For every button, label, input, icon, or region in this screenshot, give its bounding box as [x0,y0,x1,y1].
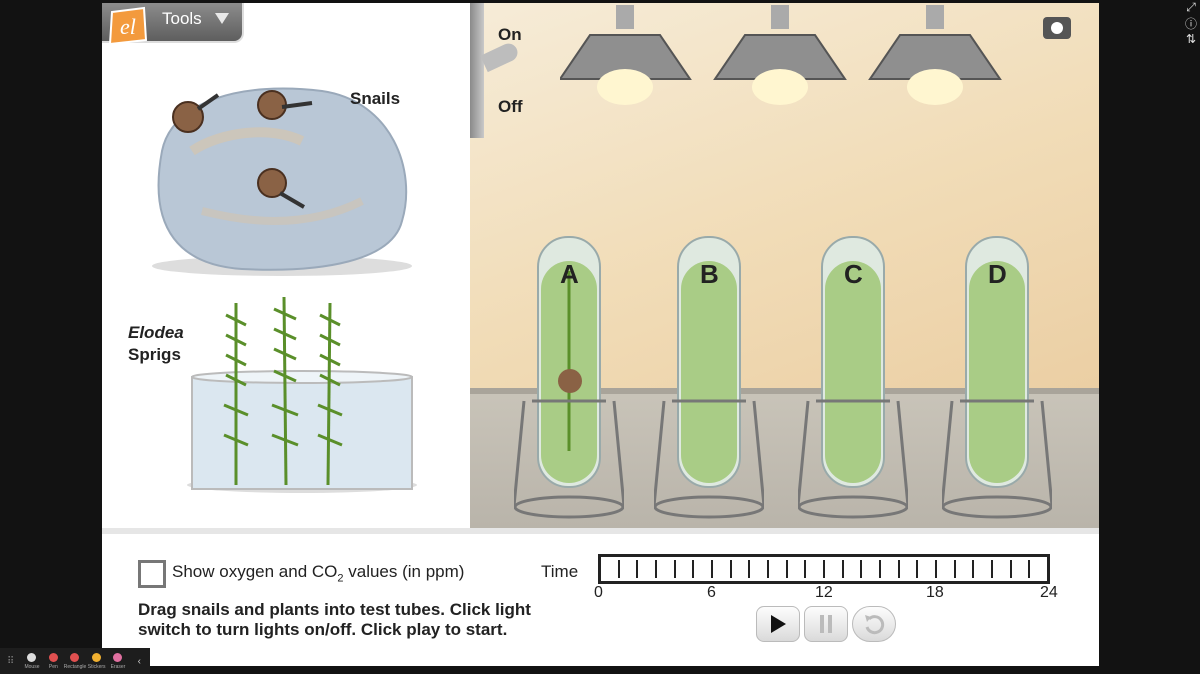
play-icon [771,615,786,633]
window-controls: ⤢ ⓘ ⇅ [1182,0,1200,60]
left-panel: el Tools Snails Elodea Sprigs [102,3,470,528]
bench-edge [470,388,1099,394]
toolbar-item-stickers[interactable]: Stickers [86,650,107,672]
time-tick-label: 12 [815,584,833,601]
test-tube-a[interactable] [514,231,624,521]
switch-on-label: On [498,25,522,44]
sprigs-label: Sprigs [128,345,181,364]
reset-icon [865,615,885,635]
tools-menu-button[interactable]: el Tools [102,3,244,46]
tube-label-a: A [560,259,579,289]
lamps [560,5,1002,105]
play-button[interactable] [756,606,800,642]
toolbar-item-rectangle[interactable]: Rectangle [64,650,86,672]
tools-label: Tools [162,9,202,28]
time-label: Time [541,562,579,581]
elodea-label: Elodea [128,323,184,342]
snails-label: Snails [350,89,401,108]
gizmo-simulation: el Tools Snails Elodea Sprigs [102,3,1099,666]
lamp-icon [868,5,1002,105]
tube-label-c: C [844,259,863,289]
elodea-container[interactable] [182,295,422,500]
pause-icon [820,615,832,633]
show-values-label: Show oxygen and CO2 values (in ppm) [172,562,465,585]
svg-text:el: el [120,14,136,39]
time-progress-bar [598,554,1050,584]
test-tube-b[interactable] [654,231,764,521]
show-values-checkbox[interactable] [138,560,166,588]
camera-icon[interactable] [1043,17,1071,39]
time-tick-label: 18 [926,584,944,601]
lamp-icon [560,5,692,105]
time-tick-label: 6 [707,584,716,601]
toolbar-item-pen[interactable]: Pen [43,650,64,672]
test-tube-d[interactable] [942,231,1052,521]
explorelearning-logo-icon: el [108,6,148,46]
snail-icon [172,93,220,133]
lamp-icon [713,5,847,105]
elodea-sprig-icon [271,296,299,486]
rock-with-snails[interactable] [132,81,422,281]
time-tick-label: 24 [1040,584,1058,601]
toolbar-item-mouse[interactable]: Mouse [21,650,42,672]
time-tick-label: 0 [594,584,603,601]
toolbar-handle[interactable]: ⠿ [7,655,15,667]
expand-icon[interactable]: ⤢ [1186,0,1196,14]
light-switch[interactable] [470,3,484,138]
elodea-sprig-icon [223,303,249,485]
instructions-text: Drag snails and plants into test tubes. … [138,600,531,639]
test-tube-c[interactable] [798,231,908,521]
chevron-left-icon[interactable]: ‹ [137,655,141,667]
lab-bench-panel: On Off [470,3,1099,528]
tube-label-b: B [700,259,719,289]
pause-button[interactable] [804,606,848,642]
settings-sliders-icon[interactable]: ⇅ [1185,32,1197,46]
light-switch-lever[interactable] [480,40,521,73]
toolbar-item-eraser[interactable]: Eraser [107,650,128,672]
switch-off-label: Off [498,97,523,116]
info-icon[interactable]: ⓘ [1184,17,1197,31]
tube-label-d: D [988,259,1007,289]
snail-icon [257,90,313,120]
reset-button[interactable] [852,606,896,642]
chevron-down-icon [215,13,229,24]
snail-icon [257,168,306,209]
control-bar: Show oxygen and CO2 values (in ppm) Drag… [102,528,1099,666]
annotation-toolbar: ⠿ Mouse Pen Rectangle Stickers Eraser ‹ [0,648,150,674]
elodea-sprig-icon [317,302,343,486]
